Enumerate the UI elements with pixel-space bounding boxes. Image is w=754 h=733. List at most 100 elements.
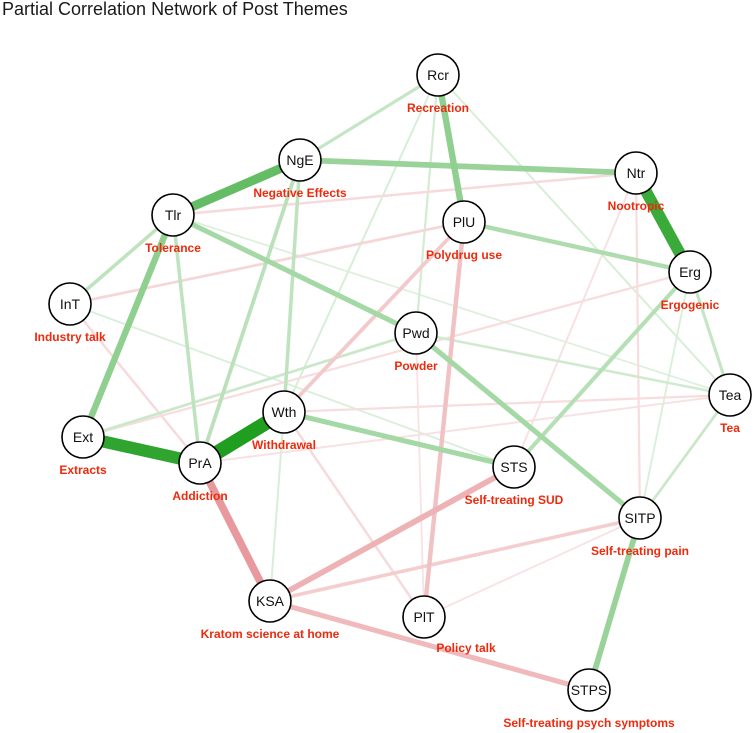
- edge-tlr-tea: [172, 214, 731, 396]
- edge-pwd-plt: [415, 332, 425, 618]
- node-label: Nootropic: [608, 199, 665, 213]
- node-plt: PlT Policy talk: [402, 595, 496, 655]
- node-circle: [618, 496, 662, 540]
- node-abbreviation: KSA: [256, 593, 285, 609]
- node-circle: [567, 668, 611, 712]
- node-abbreviation: Erg: [679, 264, 701, 280]
- node-abbreviation: PrA: [188, 455, 212, 471]
- node-label: Self-treating SUD: [465, 493, 564, 507]
- edge-tlr-pwd: [171, 212, 418, 336]
- edge-ksa-wth: [269, 411, 285, 602]
- edge-nge-wth: [282, 159, 302, 413]
- edge-rcr-pwd: [414, 74, 440, 334]
- edge-tlr-int: [68, 213, 175, 306]
- edge-plt-sitp: [423, 517, 641, 618]
- node-circle: [442, 200, 486, 244]
- node-abbreviation: Ext: [73, 429, 93, 445]
- node-label: Withdrawal: [252, 438, 316, 452]
- node-sts: STS Self-treating SUD: [465, 445, 564, 507]
- edge-ext-pwd: [82, 331, 417, 439]
- node-circle: [708, 373, 752, 417]
- node-int: InT Industry talk: [34, 282, 106, 344]
- edge-wth-plt: [282, 411, 426, 618]
- edge-plu-erg: [463, 219, 691, 275]
- node-ksa: KSA Kratom science at home: [201, 579, 340, 641]
- node-circle: [402, 595, 446, 639]
- node-circle: [61, 415, 105, 459]
- node-label: Recreation: [407, 101, 469, 115]
- node-abbreviation: PlT: [414, 609, 435, 625]
- node-label: Kratom science at home: [201, 627, 340, 641]
- node-label: Extracts: [59, 463, 107, 477]
- edge-tlr-pra: [171, 214, 202, 464]
- edge-sts-erg: [512, 270, 692, 469]
- node-circle: [48, 282, 92, 326]
- node-abbreviation: InT: [60, 296, 81, 312]
- node-abbreviation: Tea: [719, 387, 742, 403]
- edge-tlr-ntr: [172, 171, 637, 217]
- node-label: Industry talk: [34, 330, 106, 344]
- node-label: Policy talk: [436, 641, 496, 655]
- node-abbreviation: NgE: [286, 152, 313, 168]
- edge-pwd-sitp: [414, 331, 642, 520]
- edge-rcr-plu: [434, 74, 468, 223]
- edge-pra-ksa: [196, 461, 274, 603]
- node-circle: [416, 53, 460, 97]
- edge-ksa-sts: [268, 464, 516, 604]
- node-label: Addiction: [172, 489, 227, 503]
- node-abbreviation: STPS: [571, 682, 608, 698]
- edge-rcr-nge: [299, 73, 439, 162]
- edge-nge-ntr: [299, 157, 637, 176]
- node-circle: [178, 441, 222, 485]
- edge-pwd-tea: [415, 331, 731, 397]
- node-label: Tea: [720, 421, 740, 435]
- node-label: Tolerance: [145, 241, 201, 255]
- edge-ksa-stps: [269, 598, 590, 693]
- edge-tlr-nge: [171, 155, 302, 220]
- edge-plu-plt: [421, 221, 467, 618]
- node-label: Ergogenic: [661, 298, 720, 312]
- edge-sitp-stps: [586, 517, 643, 691]
- edge-wth-sts: [283, 409, 515, 470]
- node-abbreviation: PlU: [453, 214, 476, 230]
- node-label: Polydrug use: [426, 248, 502, 262]
- node-circle: [262, 390, 306, 434]
- node-circle: [394, 311, 438, 355]
- node-abbreviation: Pwd: [402, 325, 429, 341]
- edge-ntr-sitp: [634, 172, 642, 519]
- node-plu: PlU Polydrug use: [426, 200, 502, 262]
- node-circle: [151, 193, 195, 237]
- edge-erg-sitp: [639, 271, 691, 519]
- edge-plu-wth: [282, 220, 466, 414]
- edge-ext-erg: [82, 270, 691, 439]
- node-label: Negative Effects: [253, 186, 347, 200]
- node-abbreviation: Tlr: [165, 207, 182, 223]
- node-circle: [614, 151, 658, 195]
- node-label: Self-treating pain: [591, 544, 689, 558]
- edge-pra-tea: [199, 394, 731, 464]
- edge-tlr-ext: [80, 213, 176, 439]
- edge-rcr-tea: [437, 74, 731, 396]
- node-circle: [278, 138, 322, 182]
- node-circle: [668, 250, 712, 294]
- edge-tea-sitp: [638, 394, 732, 519]
- edge-ntr-sts: [513, 172, 637, 468]
- node-abbreviation: STS: [500, 459, 527, 475]
- node-label: Self-treating psych symptoms: [503, 716, 675, 730]
- node-circle: [492, 445, 536, 489]
- edge-ksa-sitp: [269, 516, 641, 603]
- node-abbreviation: Wth: [272, 404, 297, 420]
- edge-nge-pra: [198, 159, 302, 464]
- node-abbreviation: Ntr: [627, 165, 646, 181]
